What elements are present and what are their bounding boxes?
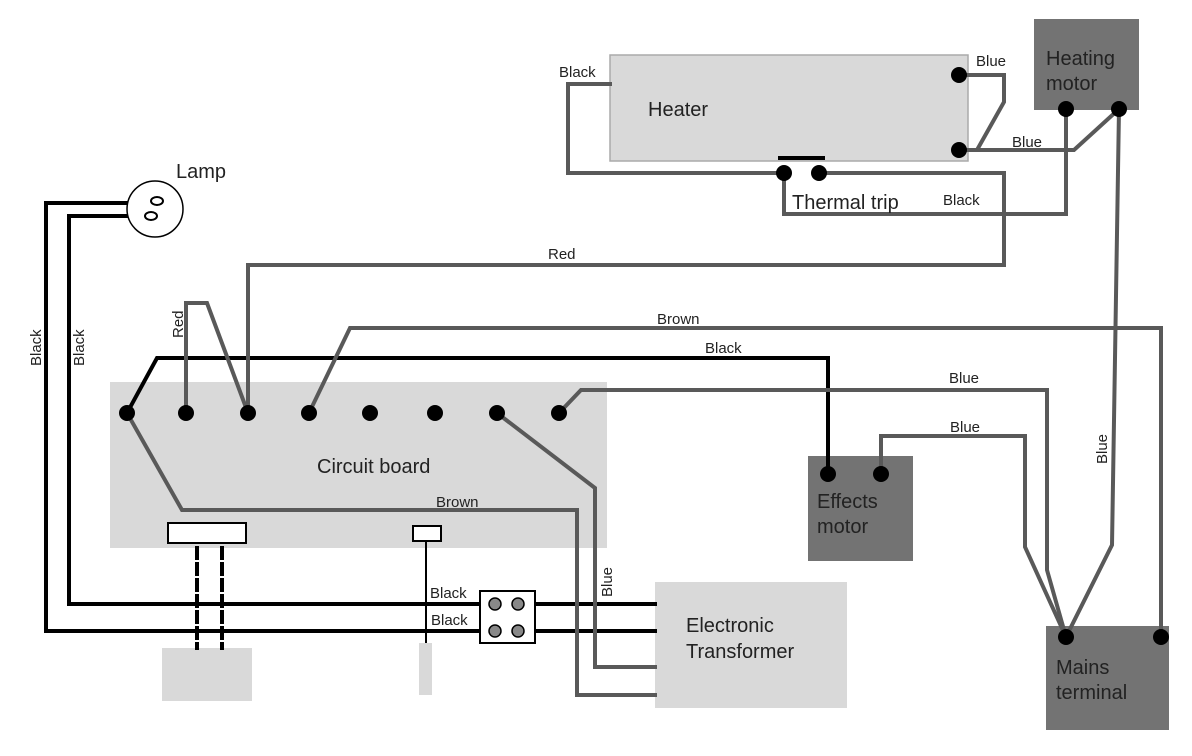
lamp-socket-2 <box>144 211 158 221</box>
heating-motor-label-1: Heating <box>1046 48 1115 70</box>
wire-heater-motor-blue <box>957 106 1122 152</box>
terminal-screw-1 <box>488 597 502 611</box>
wire-blue-lower <box>879 434 1069 640</box>
lamp-label: Lamp <box>176 161 226 183</box>
terminal-screw-4 <box>511 624 525 638</box>
left-plug-box <box>162 648 252 701</box>
terminal-heating-motor-right <box>1111 101 1127 117</box>
label-brown-top: Brown <box>657 311 700 328</box>
label-blue-transformer: Blue <box>599 567 616 597</box>
terminal-board-6 <box>427 405 443 421</box>
terminal-board-5 <box>362 405 378 421</box>
terminal-heater-top <box>951 67 967 83</box>
terminal-screw-3 <box>488 624 502 638</box>
lamp-body <box>126 180 184 238</box>
terminal-trip-left <box>776 165 792 181</box>
mains-label-1: Mains <box>1056 657 1109 679</box>
small-plug-box <box>419 643 432 695</box>
effects-motor-label-2: motor <box>817 516 868 538</box>
terminal-trip-right <box>811 165 827 181</box>
terminal-board-2 <box>178 405 194 421</box>
lamp-socket-1 <box>150 196 164 206</box>
wire-brown-board <box>124 410 657 697</box>
label-heater-blue: Blue <box>976 53 1006 70</box>
thermal-trip-label: Thermal trip <box>792 192 899 214</box>
terminal-screw-2 <box>511 597 525 611</box>
terminal-heater-bottom <box>951 142 967 158</box>
wire-lamp-black-outer <box>44 201 657 633</box>
label-blue-upper: Blue <box>949 370 979 387</box>
terminal-mains-right <box>1153 629 1169 645</box>
heating-motor-label-2: motor <box>1046 73 1097 95</box>
terminal-mains-left <box>1058 629 1074 645</box>
label-red-short: Red <box>170 310 187 338</box>
wire-red-short <box>184 301 251 416</box>
label-heater-motor-blue: Blue <box>1012 134 1042 151</box>
transformer-label-2: Transformer <box>686 641 795 663</box>
wire-blue-vertical <box>1063 106 1122 640</box>
terminal-effects-right <box>873 466 889 482</box>
label-black-upper: Black <box>430 585 467 602</box>
wire-top-black <box>124 356 830 476</box>
terminal-effects-left <box>820 466 836 482</box>
wire-trip-black <box>782 107 1068 216</box>
label-blue-vertical: Blue <box>1094 434 1111 464</box>
board-connector-small <box>412 525 442 542</box>
terminal-board-1 <box>119 405 135 421</box>
mains-label-2: terminal <box>1056 682 1127 704</box>
label-black-lower: Black <box>431 612 468 629</box>
terminal-board-7 <box>489 405 505 421</box>
transformer-label-1: Electronic <box>686 615 774 637</box>
transformer-box <box>655 582 847 708</box>
wire-heater-black <box>566 82 786 175</box>
terminal-block <box>479 590 536 644</box>
wire-brown-top <box>306 326 1163 639</box>
terminal-block-screws <box>488 597 525 638</box>
label-black-top: Black <box>705 340 742 357</box>
label-lamp-black-inner: Black <box>71 329 88 366</box>
terminal-heating-motor-left <box>1058 101 1074 117</box>
effects-motor-label-1: Effects <box>817 491 878 513</box>
label-lamp-black-outer: Black <box>28 329 45 366</box>
wire-red-long <box>246 171 1006 415</box>
circuit-board-label: Circuit board <box>317 456 430 478</box>
label-heater-black: Black <box>559 64 596 81</box>
heater-label: Heater <box>648 99 708 121</box>
label-red-long: Red <box>548 246 576 263</box>
label-blue-lower: Blue <box>950 419 980 436</box>
board-connector-left <box>167 522 247 544</box>
heater-box <box>609 54 969 162</box>
label-trip-black: Black <box>943 192 980 209</box>
terminal-board-8 <box>551 405 567 421</box>
wire-lamp-black-inner <box>67 214 657 606</box>
wire-blue-upper <box>556 388 1069 640</box>
terminal-board-3 <box>240 405 256 421</box>
terminal-board-4 <box>301 405 317 421</box>
label-brown-board: Brown <box>436 494 479 511</box>
heating-motor-box <box>1034 19 1139 110</box>
wire-blue-transformer <box>494 410 657 669</box>
